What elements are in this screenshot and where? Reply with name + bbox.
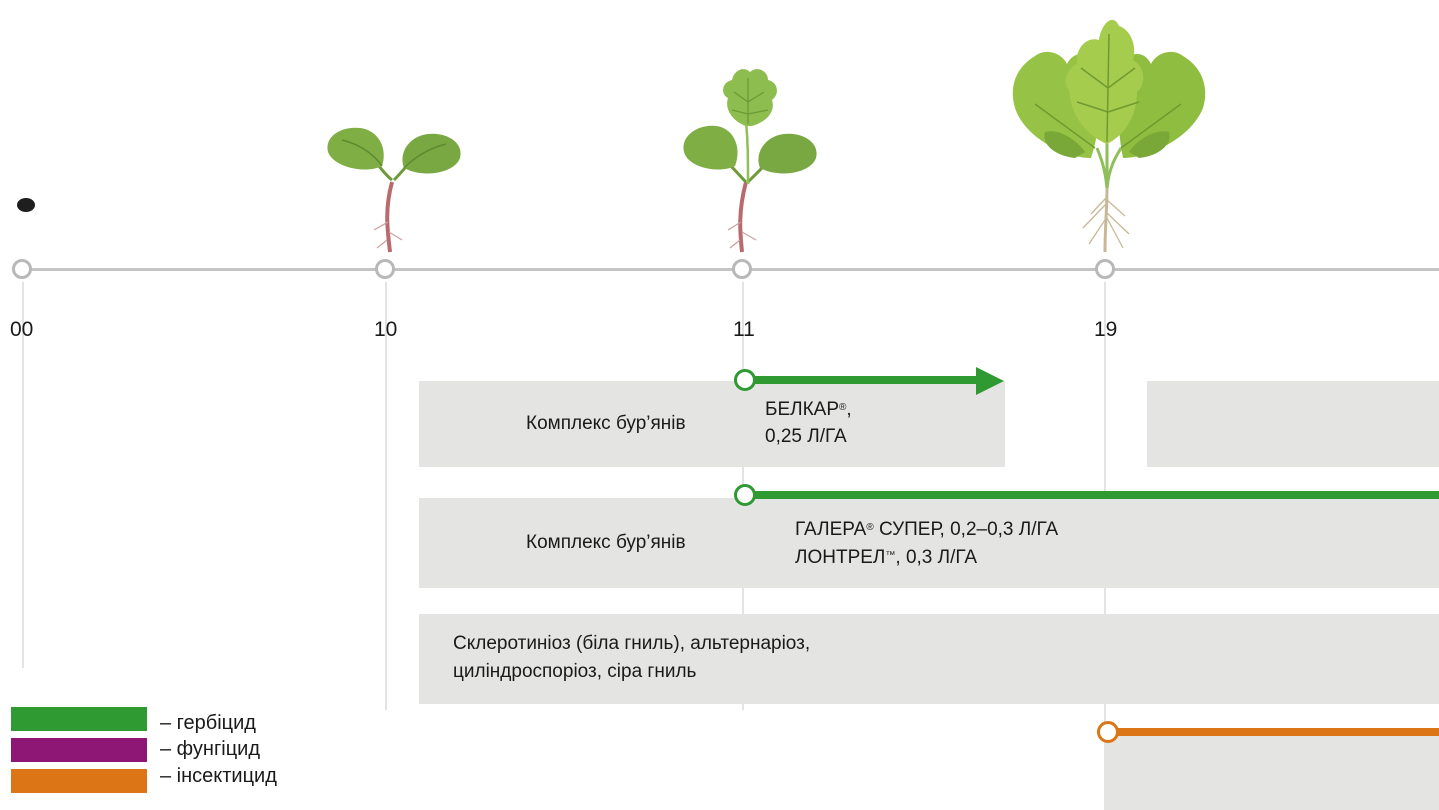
weeds-label-2: Комплекс бур’янів	[526, 532, 686, 553]
stage-00-node	[12, 259, 32, 279]
stage-19-node	[1095, 259, 1115, 279]
belkar-rate: 0,25 Л/ГА	[765, 426, 847, 447]
insecticide-start-marker	[1097, 721, 1119, 743]
legend-herbicide-label: – гербіцид	[160, 712, 256, 734]
stage-11-label: 11	[733, 318, 755, 341]
seed-icon	[17, 198, 35, 212]
legend-fungicide-label: – фунгіцид	[160, 738, 260, 760]
weeds-band-2	[419, 498, 1439, 588]
right-band-1	[1147, 381, 1439, 467]
stage-19-label: 19	[1094, 318, 1118, 341]
weeds-label-1: Комплекс бур’янів	[526, 413, 686, 434]
timeline-axis	[22, 268, 1439, 271]
belkar-product-name: БЕЛКАР®,	[765, 399, 852, 420]
disease-label-line1: Склеротиніоз (біла гниль), альтернаріоз,	[453, 633, 811, 654]
rosette-plant-icon	[1012, 19, 1206, 253]
galera-start-marker	[734, 484, 756, 506]
lontrel-product: ЛОНТРЕЛ™, 0,3 Л/ГА	[795, 547, 978, 568]
arrow-right-icon	[976, 367, 1004, 395]
legend-fungicide-swatch	[11, 738, 147, 762]
stage-11-node	[732, 259, 752, 279]
cotyledon-seedling-icon	[327, 127, 461, 253]
insect-band	[1105, 733, 1439, 810]
disease-band	[419, 614, 1439, 704]
disease-label-line2: циліндроспоріоз, сіра гниль	[453, 661, 697, 682]
stage-10-label: 10	[374, 318, 398, 341]
stage-10-guide	[385, 282, 387, 710]
belkar-start-marker	[734, 369, 756, 391]
insecticide-bar	[1108, 728, 1439, 736]
stage-00-label: 00	[10, 318, 34, 341]
first-leaf-seedling-icon	[683, 69, 817, 253]
belkar-herbicide-bar	[744, 376, 980, 384]
stage-10-node	[375, 259, 395, 279]
weeds-band-1	[419, 381, 1005, 467]
galera-herbicide-bar	[744, 491, 1439, 499]
legend-herbicide-swatch	[11, 707, 147, 731]
stage-00-guide	[22, 282, 24, 668]
galera-product: ГАЛЕРА® СУПЕР, 0,2–0,3 Л/ГА	[795, 519, 1059, 540]
legend-insecticide-swatch	[11, 769, 147, 793]
legend-insecticide-label: – інсектицид	[160, 765, 277, 787]
